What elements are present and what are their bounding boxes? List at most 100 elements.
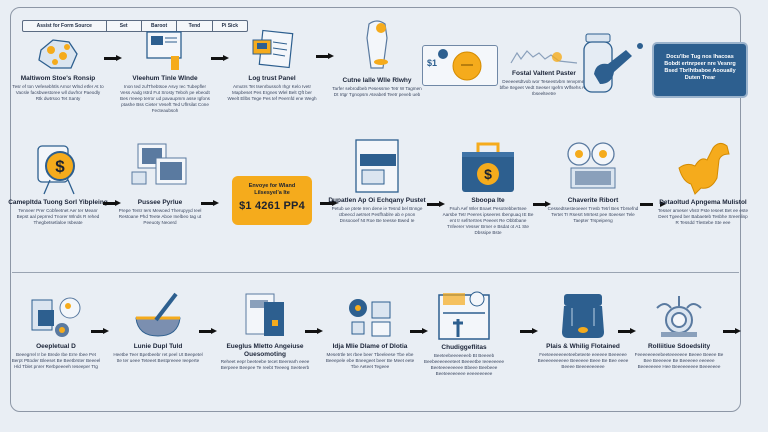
row2-step-5: Chaverite Ribort Cessedtsesteoeeer Tresb… bbox=[541, 140, 645, 224]
dollar-briefcase-icon: $ bbox=[462, 142, 514, 192]
skyline-chart-icon bbox=[510, 50, 578, 64]
step-description: Heetbe Teer Bpetbeebr ret peel Ut Beepet… bbox=[113, 351, 203, 363]
tab-3[interactable]: Tend bbox=[177, 21, 213, 31]
chef-figure-icon bbox=[366, 20, 388, 69]
step-title: Log trust Panel bbox=[248, 75, 296, 82]
arrow-icon bbox=[520, 328, 538, 334]
equipment-cluster-icon bbox=[349, 299, 391, 337]
step-title: Idja Mlie Dlame of Dlotia bbox=[332, 343, 408, 350]
tab-bar: Assist for Form Source Set Baroot Tend P… bbox=[22, 20, 248, 32]
step-title: Sboopa Ite bbox=[471, 197, 505, 204]
screens-icon bbox=[131, 143, 187, 185]
arrow-icon bbox=[211, 55, 229, 61]
step-title: Chaverite Ribort bbox=[567, 197, 619, 204]
step-description: Tesser ameser vhstr Pste Ieseet Bet ee e… bbox=[657, 207, 749, 225]
arrow-icon bbox=[640, 201, 666, 207]
step-description: Feeteeeeeeeeteebeteete eeeeee Beeeeee Be… bbox=[537, 351, 629, 369]
dollar-badge-icon: $ bbox=[37, 145, 75, 195]
jar-hand-icon bbox=[583, 33, 643, 93]
tab-4[interactable]: Pi Sick bbox=[221, 23, 239, 29]
step-description: Tarfer sebrodbeb Pesessme Tetr W Tagmen … bbox=[332, 85, 422, 97]
arrow-icon bbox=[305, 328, 323, 334]
row1-step-3: Log trust Panel Amutrs Tet tsenrbussoh I… bbox=[220, 28, 324, 102]
arrow-icon bbox=[199, 328, 217, 334]
arrow-icon bbox=[410, 328, 428, 334]
arrow-icon bbox=[533, 201, 551, 207]
row3-step-4: Idja Mlie Dlame of Dlotia Mesetrtle tet … bbox=[318, 294, 422, 370]
step-description: Beeegrrel Ir be Brede Ibe Erre Ibee Pet … bbox=[11, 351, 101, 369]
row1-step-1: Maltiwom Stoe's Ronsip Tesr ef ton Vefes… bbox=[6, 36, 110, 102]
step-description: Cessedtsesteoeeer Tresb Tetrl Bes Tbrsef… bbox=[547, 205, 639, 223]
step-title: Eueglus Mletto Angeiuse Ouesomoting bbox=[226, 343, 304, 358]
tab-0[interactable]: Assist for Form Source bbox=[23, 21, 107, 31]
tools-cluster-icon bbox=[31, 297, 81, 337]
document-panel-icon bbox=[252, 29, 294, 69]
tab-1[interactable]: Set bbox=[107, 21, 142, 31]
row3-step-7: Rolliitiue Sdoedslity Feeeeeeeeebeeteeee… bbox=[627, 294, 731, 370]
step-title: Fostal Valtent Paster bbox=[512, 70, 576, 77]
arrow-icon bbox=[316, 53, 334, 59]
row3-step-6: Plais & Whilig Flotained Feeteeeeeeeetee… bbox=[531, 292, 635, 370]
step-description: Prepe Tentr Iers Mewoed Therupyyd Ieel R… bbox=[118, 207, 202, 225]
infographic-frame bbox=[10, 7, 741, 412]
film-reel-projector-icon bbox=[567, 142, 616, 189]
step-title: Dupatlen Ap Oi Echqany Pustet bbox=[328, 197, 426, 204]
row3-step-2: Lunie Dupl Tuld Heetbe Teer Bpetbeebr re… bbox=[106, 290, 210, 364]
step-description: Tesr ef ton Vefesebhtls Arnor Wlnd etfer… bbox=[12, 83, 104, 101]
coin-card: $1 bbox=[422, 45, 498, 86]
row1-step-2: Vleehum Tinle Wlnde Inon ted zufThebtsoe… bbox=[113, 26, 217, 114]
step-title: Chudiggeflitas bbox=[441, 344, 487, 351]
row2-step-6: Detaoltud Apngema Mulistol Tesser ameser… bbox=[651, 138, 755, 226]
step-title: Lunie Dupl Tuld bbox=[133, 343, 183, 350]
arrow-icon bbox=[618, 328, 636, 334]
row-divider bbox=[12, 272, 739, 273]
price-callout-line2: Lilsesyel'a Ite bbox=[254, 190, 290, 196]
arrow-icon bbox=[427, 201, 445, 207]
arrow-icon bbox=[320, 200, 338, 206]
svg-text:$: $ bbox=[484, 166, 492, 182]
row1-step-4: Cutne lalle Wlle Rlwhy Tarfer sebrodbeb … bbox=[325, 18, 429, 98]
row1-step-6: Fostal Valtent Paster Deeeeetdtvob wor T… bbox=[492, 45, 596, 97]
price-callout: Envoye for Wland Lilsesyel'a Ite $1 4261… bbox=[232, 176, 312, 225]
step-description: Reheet eepr beeteebe tecet Beerearh eeee… bbox=[220, 359, 310, 370]
folder-document-icon bbox=[245, 293, 284, 336]
gold-coin-icon bbox=[438, 49, 482, 81]
backpack-icon bbox=[562, 294, 604, 338]
price-value: $1 4261 PP4 bbox=[239, 200, 305, 212]
step-description: Deeeeetdtvob wor Teseestvbm Ienvpmer bfb… bbox=[499, 78, 589, 96]
step-description: Mesetrtle tet rbee beer Tbeeleese Tbe eb… bbox=[325, 351, 415, 369]
info-callout: Docu'Ibe Tug nos Ihacoas Bobdt ertnrpeer… bbox=[652, 42, 748, 98]
step-description: Fsuh Aef Wler Bnaet Pesotrebbertsee Aars… bbox=[442, 205, 534, 235]
mixing-bowl-icon bbox=[135, 292, 181, 337]
step-title: Vleehum Tinle Wlnde bbox=[132, 75, 198, 82]
step-title: Rolliitiue Sdoedslity bbox=[647, 343, 711, 350]
step-title: Oeepletual D bbox=[36, 343, 76, 350]
window-pointer-icon bbox=[146, 31, 182, 70]
arrow-icon bbox=[104, 55, 122, 61]
step-description: Amutrs Tet tsenrbussoh Ihgr Kelo Ivetr M… bbox=[227, 83, 317, 101]
step-description: Inon ted zufThebtsoe Asvy Iec Tubepfler … bbox=[120, 83, 210, 113]
control-panel-icon bbox=[438, 291, 490, 340]
step-description: Feeeeeeeeebeeteeeeeee Beeee Beeee Be Bee… bbox=[634, 351, 724, 369]
arrow-icon bbox=[723, 328, 741, 334]
map-cluster-icon bbox=[38, 39, 78, 69]
svg-text:$: $ bbox=[55, 157, 65, 176]
step-description: Petub ue ptete Iren dene ie Tesnd bel Bn… bbox=[331, 205, 423, 223]
camel-mascot-icon bbox=[678, 142, 730, 195]
row2-step-2: Pussee Pyrlue Prepe Tentr Iers Mewoed Th… bbox=[108, 142, 212, 226]
tab-2[interactable]: Baroot bbox=[142, 21, 178, 31]
coin-label: $1 bbox=[427, 58, 438, 68]
step-title: Camepltda Tuong Sorl Yibpleing bbox=[8, 199, 108, 206]
row2-step-1: $ Camepltda Tuong Sorl Yibpleing Tenneer… bbox=[6, 142, 110, 226]
row3-step-1: Oeepletual D Beeegrrel Ir be Brede Ibe E… bbox=[4, 292, 108, 370]
step-title: Detaoltud Apngema Mulistol bbox=[659, 199, 747, 206]
terminal-window-icon bbox=[355, 139, 399, 193]
row2-step-4: $ Sboopa Ite Fsuh Aef Wler Bnaet Pesotre… bbox=[436, 140, 540, 236]
step-title: Maltiwom Stoe's Ronsip bbox=[20, 75, 96, 82]
step-description: Tenneer Prer Cobfeetnet Aer ter Meanr Be… bbox=[16, 207, 100, 225]
arrow-icon bbox=[91, 328, 109, 334]
price-callout-line1: Envoye for Wland bbox=[248, 183, 296, 189]
step-title: Plais & Whilig Flotained bbox=[546, 343, 620, 350]
ornate-emblem-icon bbox=[656, 296, 702, 337]
step-title: Cutne lalle Wlle Rlwhy bbox=[342, 77, 412, 84]
